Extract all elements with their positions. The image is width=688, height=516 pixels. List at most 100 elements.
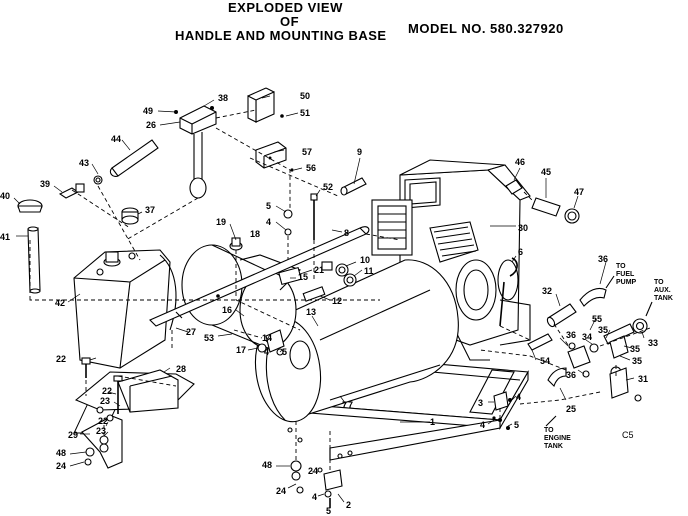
callout-6: 6 (518, 247, 523, 257)
note-to-engine-tank-1: TO (544, 427, 554, 434)
arrow-engine-tank (545, 415, 557, 427)
callout-12: 12 (332, 296, 342, 306)
hardware-lower-left (81, 357, 123, 466)
note-to-aux-tank-1: TO (654, 279, 664, 286)
callout-15: 15 (298, 272, 308, 282)
fittings-top-right (505, 179, 580, 224)
valve-assembly (567, 318, 648, 402)
callout-52: 52 (323, 182, 333, 192)
callout-57: 57 (302, 147, 312, 157)
callout-19: 19 (216, 217, 226, 227)
callout-37: 37 (145, 205, 155, 215)
fittings-center (278, 261, 357, 302)
callout-44: 44 (111, 134, 121, 144)
hardware-tank-mid (257, 329, 285, 356)
callout-38: 38 (218, 93, 228, 103)
callout-29: 29 (68, 430, 78, 440)
callout-40: 40 (0, 191, 10, 201)
callout-55a: 55 (592, 314, 602, 324)
title-line-1: EXPLODED VIEW (228, 0, 343, 15)
callout-27: 27 (186, 327, 196, 337)
callout-49: 49 (143, 106, 153, 116)
callout-17: 17 (236, 345, 246, 355)
callout-2: 2 (346, 500, 351, 510)
callout-39: 39 (40, 179, 50, 189)
callout-22a: 22 (56, 354, 66, 364)
callout-7b: 7 (342, 400, 347, 410)
routing-notes: TO FUEL PUMP TO AUX. TANK TO ENGINE TANK (544, 263, 673, 450)
callout-5c: 5 (514, 420, 519, 430)
clip-57 (255, 141, 294, 172)
note-to-fuel-pump-2: FUEL (616, 271, 635, 278)
callout-43: 43 (79, 158, 89, 168)
shroud (181, 244, 301, 349)
callout-10: 10 (360, 255, 370, 265)
callout-4d: 4 (480, 420, 485, 430)
callout-54: 54 (540, 356, 550, 366)
callout-30: 30 (518, 223, 528, 233)
note-to-engine-tank-2: ENGINE (544, 435, 571, 442)
callout-25: 25 (566, 404, 576, 414)
arrow-fuel-pump (605, 275, 615, 289)
callout-7a: 7 (348, 400, 353, 410)
callout-24c: 24 (308, 466, 318, 476)
callout-1: 1 (430, 417, 435, 427)
callout-45: 45 (541, 167, 551, 177)
callout-14: 14 (262, 333, 272, 343)
filler-cap-37 (121, 207, 139, 225)
hardware-top (229, 193, 318, 251)
callout-4a: 4 (266, 217, 271, 227)
callout-3: 3 (478, 398, 483, 408)
callout-32: 32 (542, 286, 552, 296)
callout-47: 47 (574, 187, 584, 197)
callout-36c: 36 (566, 370, 576, 380)
callout-13: 13 (306, 307, 316, 317)
callout-36b: 36 (566, 330, 576, 340)
callouts: 49 38 26 50 51 44 57 56 43 9 46 45 47 40… (0, 91, 658, 516)
hardware-right (492, 391, 512, 430)
hose-44 (93, 139, 159, 185)
callout-56: 56 (306, 163, 316, 173)
callout-34: 34 (582, 332, 592, 342)
note-to-aux-tank-3: TANK (654, 295, 673, 302)
callout-9: 9 (357, 147, 362, 157)
callout-24b: 24 (276, 486, 286, 496)
callout-42: 42 (55, 298, 65, 308)
leader-lines (13, 95, 645, 508)
callout-22c: 22 (98, 416, 108, 426)
callout-23b: 23 (96, 426, 106, 436)
callout-33: 33 (648, 338, 658, 348)
callout-16: 16 (222, 305, 232, 315)
arrow-aux-tank (645, 301, 653, 317)
callout-53: 53 (204, 333, 214, 343)
callout-26: 26 (146, 120, 156, 130)
callout-51: 51 (300, 108, 310, 118)
callout-41: 41 (0, 232, 10, 242)
callout-4e: 4 (312, 492, 317, 502)
callout-4b: 4 (264, 347, 269, 357)
callout-24a: 24 (56, 461, 66, 471)
callout-35a: 35 (598, 325, 608, 335)
callout-28: 28 (176, 364, 186, 374)
callout-50: 50 (300, 91, 310, 101)
title-line-2: OF (280, 14, 300, 29)
fuel-tank (73, 249, 177, 369)
fuel-line-32 (546, 287, 607, 328)
hose-54 (527, 333, 567, 388)
callout-22b: 22 (102, 386, 112, 396)
pin-9 (340, 177, 367, 196)
note-to-aux-tank-2: AUX. (654, 287, 671, 294)
callout-5d: 5 (326, 506, 331, 516)
note-to-fuel-pump-3: PUMP (616, 279, 637, 286)
callout-5b: 5 (282, 347, 287, 357)
callout-36a: 36 (598, 254, 608, 264)
fuel-cap-and-pipe (17, 183, 85, 294)
callout-4c: 4 (516, 392, 521, 402)
title-line-3: HANDLE AND MOUNTING BASE (175, 28, 387, 43)
plate-50 (247, 87, 284, 123)
hanger-bracket (174, 105, 217, 199)
callout-18: 18 (250, 229, 260, 239)
callout-31: 31 (638, 374, 648, 384)
page-mark: C5 (622, 430, 634, 440)
